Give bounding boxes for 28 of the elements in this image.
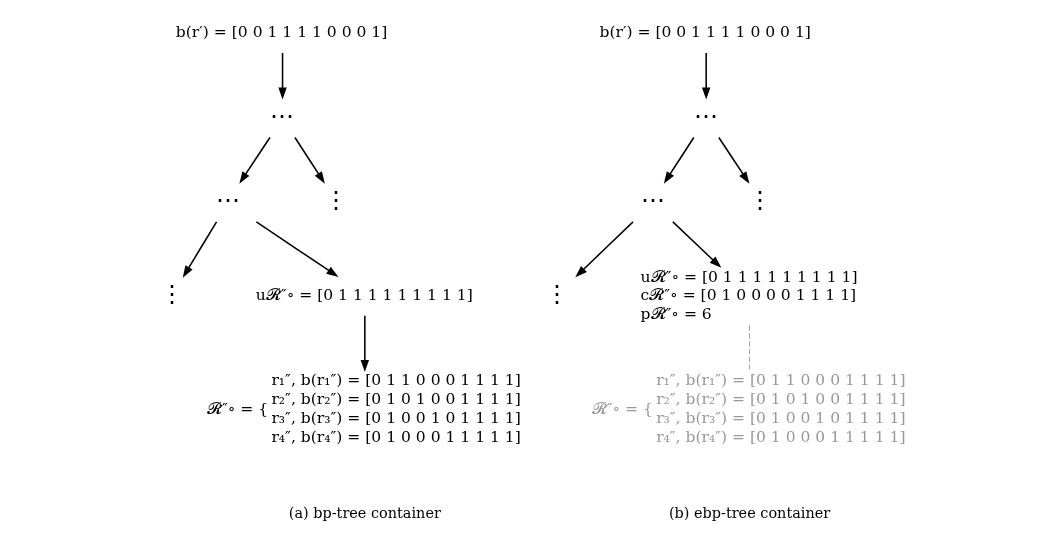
node-text: ⋯ [269, 100, 294, 130]
node-text: ⋯ [215, 185, 240, 215]
arrow [182, 221, 217, 278]
node-text: ⋮ [747, 185, 772, 215]
label: (b) ebp-tree container [668, 505, 830, 522]
node-text: ⋮ [544, 278, 569, 308]
node-text: u𝓡″∘ = [0 1 1 1 1 1 1 1 1 1] [255, 286, 473, 305]
arrow [255, 221, 338, 277]
arrow [717, 136, 749, 184]
node-text: b(r′) = [0 0 1 1 1 1 0 0 0 1] [598, 23, 811, 42]
node-text: ⋯ [640, 185, 665, 215]
arrow [293, 136, 325, 184]
arrow [277, 52, 287, 100]
node-text: b(r′) = [0 0 1 1 1 1 0 0 0 1] [175, 23, 387, 42]
node-text: ⋯ [693, 100, 718, 130]
arrow [701, 52, 710, 100]
node-text: ⋮ [323, 185, 348, 215]
arrow [360, 315, 369, 372]
arrow [238, 136, 271, 184]
connector [748, 324, 750, 371]
arrow [671, 221, 721, 268]
node-text: ⋮ [159, 278, 184, 308]
arrow [663, 136, 695, 184]
node-text: 𝓡″∘ = { r₁″, b(r₁″) = [0 1 1 0 0 0 1 1 1 1] r₂″, b(r₂″) = [0 1 0 1 0 0 1 1 1 1] r₃″, b(r₃″) = [0 1 0 0 1 0 1 1 1 1] r₄″, b(r₄″) = [0 1 0 0 0 1 1 1 1 1] [591, 371, 905, 447]
node-text: 𝓡″∘ = { r₁″, b(r₁″) = [0 1 1 0 0 0 1 1 1 1] r₂″, b(r₂″) = [0 1 0 1 0 0 1 1 1 1] r₃″, b(r₃″) = [0 1 0 0 1 0 1 1 1 1] r₄″, b(r₄″) = [0 1 0 0 0 1 1 1 1 1] [206, 371, 521, 447]
label: (a) bp-tree container [288, 505, 441, 522]
node-text: u𝓡″∘ = [0 1 1 1 1 1 1 1 1 1] c𝓡″∘ = [0 1 0 0 0 0 1 1 1 1] p𝓡″∘ = 6 [640, 267, 857, 324]
arrow [574, 221, 634, 278]
